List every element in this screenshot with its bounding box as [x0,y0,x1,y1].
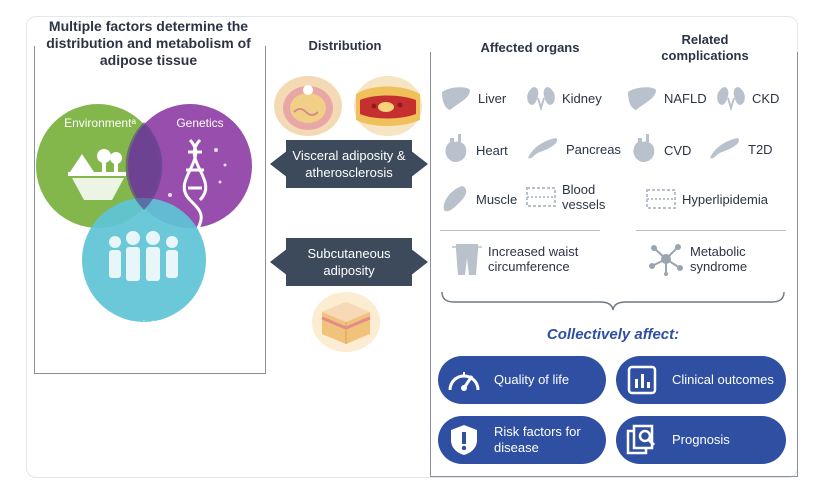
t2d-label: T2D [748,141,773,157]
genetics-label: Genetics [176,116,224,130]
cvd-label: CVD [664,142,692,158]
heart-label: Heart [476,142,508,158]
network-icon [649,244,683,276]
pancreas-item: Pancreas [526,136,621,162]
t2d-item: T2D [708,136,773,162]
liver-icon [628,87,656,110]
ckd-item: CKD [716,84,779,112]
heart-icon [633,134,655,162]
liver-item: Liver [440,84,506,112]
heart-item: Heart [444,134,508,166]
affected-organs-title: Affected organs [480,40,580,55]
pancreas-icon [528,138,558,159]
heart-icon [445,134,467,162]
clinical-outcomes-label: Clinical outcomes [672,372,774,387]
people-icon [109,231,178,281]
physiology-label: Physiology [115,318,175,332]
risk-factors-label: Risk factors for disease [494,424,581,455]
kidney-icon [527,87,555,112]
liver-icon [442,87,470,110]
muscle-label: Muscle [476,191,518,207]
arrow-left-icon [270,150,288,178]
nafld-item: NAFLD [626,84,707,112]
kidney-item: Kidney [526,84,602,112]
nafld-label: NAFLD [664,90,707,106]
muscle-icon [443,186,467,212]
divider-complications [636,230,786,231]
venn-diagram [36,104,252,322]
blood-vessel-icon [646,189,676,209]
blood-vessels-label: Blood vessels [562,182,606,212]
waist-label: Increased waist circumference [488,244,579,274]
bar-chart-icon [622,360,662,400]
dna-icon [182,138,208,229]
collectively-affect-heading: Collectively affect: [546,326,680,343]
cvd-item: CVD [632,134,691,166]
blood-vessels-item: Blood vessels [526,182,614,212]
liver-label: Liver [478,90,507,106]
waist-item: Increased waist circumference [452,242,602,276]
muscle-item: Muscle [440,184,517,214]
related-complications-title: Related complications [661,32,749,63]
clinical-outcomes-pill: Clinical outcomes [616,356,786,404]
left-panel-title: Multiple factors determine the distribut… [46,18,251,68]
divider-organs [440,230,600,231]
ckd-label: CKD [752,90,780,106]
curly-brace [441,291,785,311]
visceral-adiposity-pill: Visceral adiposity & atherosclerosis [286,140,412,188]
environment-label: Environmentᵃ [64,116,136,130]
hyperlipidemia-item: Hyperlipidemia [646,188,768,210]
quality-of-life-pill: Quality of life [438,356,606,404]
visceral-fat-cross-section-icon [274,76,342,136]
arrow-left-icon [270,248,288,276]
artery-plaque-icon [354,76,422,136]
metabolic-syndrome-item: Metabolic syndrome [648,242,768,276]
prognosis-pill: Prognosis [616,416,786,464]
gauge-icon [444,360,484,400]
arrow-right-icon [410,150,428,178]
subcutaneous-adiposity-pill: Subcutaneous adiposity [286,238,412,286]
blood-vessel-icon [526,187,556,207]
hyperlipidemia-label: Hyperlipidemia [682,191,768,207]
environment-circle [36,104,160,228]
physiology-circle [82,198,206,322]
pancreas-icon [710,138,740,159]
distribution-title: Distribution [308,38,382,53]
right-panel-box [430,52,798,477]
risk-factors-pill: Risk factors for disease [438,416,606,464]
arrow-right-icon [410,248,428,276]
genetics-circle [128,104,252,228]
trousers-icon [452,244,482,275]
landscape-icon [68,149,126,200]
pancreas-label: Pancreas [566,141,621,157]
document-search-icon [622,420,662,460]
quality-of-life-label: Quality of life [494,372,570,387]
left-panel-box [34,46,266,374]
skin-layers-icon [312,292,380,352]
shield-alert-icon [444,420,484,460]
kidney-icon [717,87,745,112]
kidney-label: Kidney [562,90,602,106]
metabolic-syndrome-label: Metabolic syndrome [690,244,748,274]
prognosis-label: Prognosis [672,432,730,447]
